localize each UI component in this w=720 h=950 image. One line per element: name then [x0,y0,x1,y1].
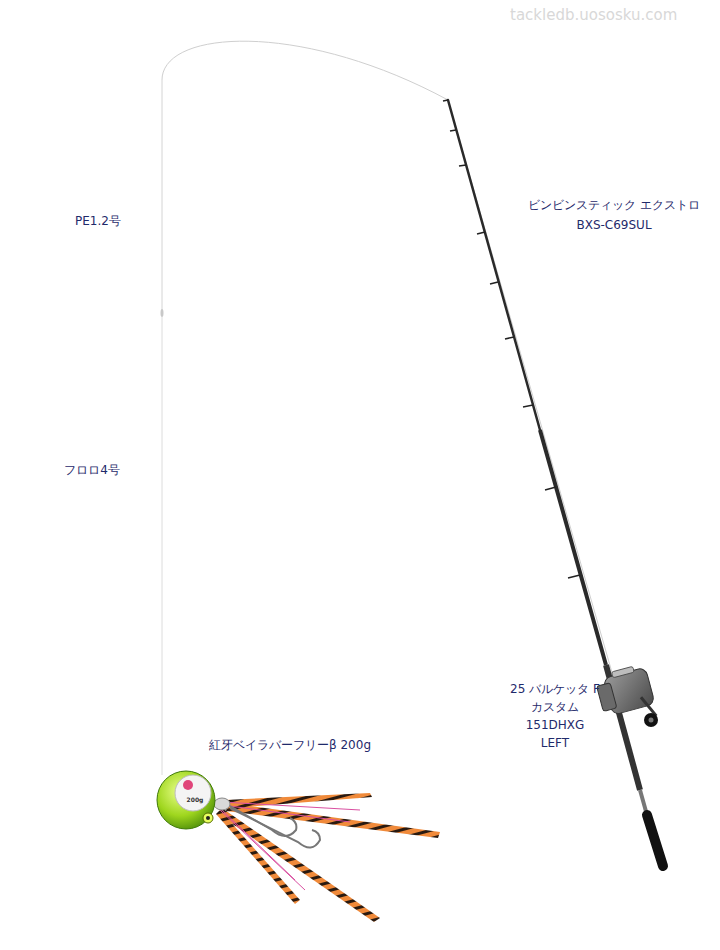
main-line [162,41,448,100]
reel-knob-cap [649,718,654,723]
lure-weight-mark: 200g [187,796,204,803]
rod-guides [443,100,580,578]
jig-logo [183,780,193,790]
pe-line [162,80,163,310]
rod-label: ビンビンスティック エクストロ [528,198,700,212]
rod-label: BXS-C69SUL [576,218,651,232]
line-label: PE1.2号 [75,214,121,228]
reel-knob [644,713,658,727]
reel-label: 25 バルケッタ F [510,682,600,696]
reel-label: 151DHXG [526,718,585,732]
lure-label: 紅牙ベイラバーフリーβ 200g [209,738,371,752]
jig-head [157,771,215,829]
jig-tentacles [220,802,360,890]
reel-label: LEFT [541,736,569,750]
line-label: フロロ4号 [64,463,120,477]
leader-line [162,317,163,775]
reel-label: カスタム [531,700,579,714]
jig-sinker-tail [214,798,230,810]
rod-butt [647,815,663,866]
jig-pupil [206,816,210,820]
baitcast-reel [594,663,658,729]
rod-blank [540,430,606,665]
line-knot [161,309,164,317]
jig-hooks [230,806,320,848]
rod-tip [448,100,540,430]
jig-head-label [175,775,211,811]
watermark: tackledb.uososku.com [510,8,677,22]
rod-line [448,100,613,676]
jig-eye [203,813,213,823]
jig-skirt [216,793,440,922]
